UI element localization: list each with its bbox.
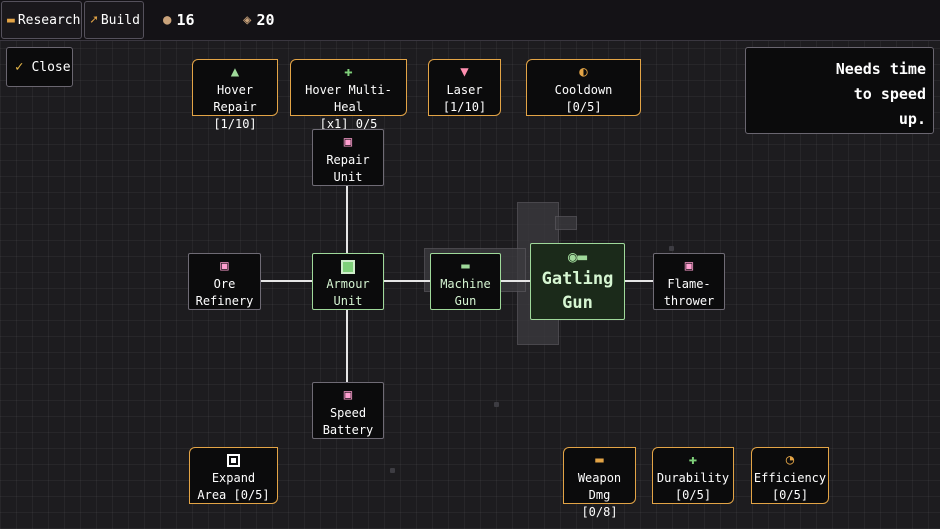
debris-dot [669,246,674,251]
upgrade-progress: [0/8] [581,505,618,519]
node-label: Flame- [667,277,711,291]
connector-line [346,310,348,382]
upgrade-cooldown[interactable]: ◐ Cooldown [0/5] [526,59,641,116]
durability-icon: ✚ [688,452,698,468]
hint-line: Needs time [835,60,926,78]
upgrade-progress: [0/5] [674,488,712,502]
node-label: thrower [663,294,715,308]
crate-icon: ◈ [243,12,252,28]
node-label: Battery [322,423,374,437]
upgrade-title: Hover Repair [213,83,257,114]
node-label: Machine [440,277,491,291]
node-machine-gun[interactable]: ▬ Machine Gun [430,253,501,310]
upgrade-title: Durability [656,471,730,485]
lock-icon: ▣ [684,258,694,274]
ammo-icon: ▬ [595,452,604,468]
upgrade-progress: [x1] 0/5 [319,117,378,131]
crate-resource: ◈ 20 [243,0,275,40]
node-armour-unit[interactable]: Armour Unit [312,253,384,310]
debris-dot [390,468,395,473]
upgrade-progress: Area [0/5] [197,488,270,502]
node-label: Gun [454,294,477,308]
upgrade-progress: [0/5] [565,100,602,114]
node-label: Refinery [195,294,254,308]
gun-tip-shadow [555,216,577,230]
efficiency-icon: ◔ [785,452,795,468]
checkmark-icon: ✓ [15,59,24,75]
connector-line [501,280,530,282]
hint-panel: Needs time to speed up. [745,47,934,134]
node-label: Speed [329,406,367,420]
upgrade-progress: [1/10] [442,100,487,114]
connector-line [625,280,653,282]
upgrade-title: Weapon Dmg [577,471,622,502]
node-label: Unit [333,170,363,184]
ore-resource: ● 16 [163,0,195,40]
upgrade-weapon-damage[interactable]: ▬ Weapon Dmg [0/8] [563,447,636,519]
node-label: Gun [562,293,593,313]
upgrade-title: Laser [446,83,483,97]
node-label: Ore [213,277,236,291]
hint-line: to speed [853,85,926,103]
ore-count: 16 [176,11,195,29]
ore-icon: ● [163,12,172,28]
upgrade-hover-multi-heal[interactable]: ✚ Hover Multi-Heal [x1] 0/5 [290,59,407,131]
cooldown-icon: ◐ [579,64,588,80]
node-speed-battery[interactable]: ▣ Speed Battery [312,382,384,439]
connector-line [384,280,430,282]
hint-line: up. [898,110,926,128]
armour-icon [313,256,383,276]
upgrade-progress: [0/5] [771,488,809,502]
machine-gun-icon: ▬ [461,258,470,274]
lock-icon: ▣ [343,387,353,403]
node-ore-refinery[interactable]: ▣ Ore Refinery [188,253,261,310]
upgrade-hover-repair[interactable]: ▲ Hover Repair [1/10] [192,59,278,131]
node-label: Gatling [541,269,614,289]
node-repair-unit[interactable]: ▣ Repair Unit [312,129,384,186]
upgrade-expand-area[interactable]: Expand Area [0/5] [189,447,278,504]
top-bar: ▬ Research ➚ Build ● 16 ◈ 20 [0,0,940,41]
node-gatling-gun[interactable]: ◉▬ Gatling Gun [530,243,625,320]
research-tab-label: Research [17,12,81,28]
hammer-icon: ➚ [90,12,98,28]
node-flamethrower[interactable]: ▣ Flame- thrower [653,253,725,310]
connector-line [261,280,312,282]
gatling-gun-icon: ◉▬ [567,247,588,266]
repair-drone-icon: ▲ [230,64,240,80]
debris-dot [494,402,499,407]
lock-icon: ▣ [220,258,229,274]
close-button[interactable]: ✓ Close [6,47,73,87]
upgrade-laser[interactable]: ▼ Laser [1/10] [428,59,501,116]
node-label: Repair [326,153,370,167]
upgrade-title: Hover Multi-Heal [305,83,392,114]
expand-icon [190,450,277,470]
upgrade-efficiency[interactable]: ◔ Efficiency [0/5] [751,447,829,504]
upgrade-progress: [1/10] [213,117,257,131]
upgrade-title: Cooldown [554,83,613,97]
upgrade-durability[interactable]: ✚ Durability [0/5] [652,447,734,504]
build-tab-label: Build [100,12,140,28]
upgrade-title: Efficiency [753,471,827,485]
build-tab[interactable]: ➚ Build [84,1,144,39]
research-icon: ▬ [7,12,15,28]
research-tab[interactable]: ▬ Research [1,1,82,39]
node-label: Armour [326,277,370,291]
node-label: Unit [333,294,363,308]
lock-icon: ▣ [343,134,353,150]
connector-line [346,186,348,253]
crate-count: 20 [256,11,275,29]
upgrade-title: Expand [211,471,256,485]
laser-icon: ▼ [460,64,469,80]
multi-heal-icon: ✚ [344,64,353,80]
close-label: Close [31,59,71,75]
